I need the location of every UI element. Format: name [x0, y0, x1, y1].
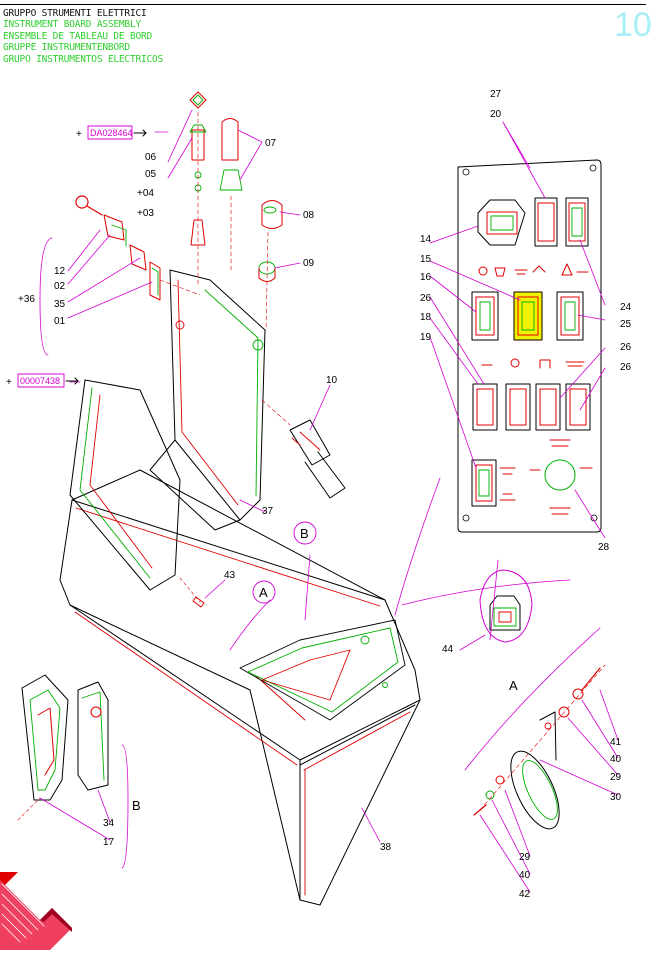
- part-label-20: 20: [490, 109, 502, 120]
- part-label-41: 41: [610, 737, 622, 748]
- part-label-29-a: 29: [610, 772, 622, 783]
- back-arrow-icon[interactable]: [0, 872, 72, 950]
- part-label-40-a: 40: [610, 754, 622, 765]
- title-german: GRUPPE INSTRUMENTENBORD: [3, 42, 130, 54]
- instrument-board: [457, 159, 602, 533]
- reference-code-1[interactable]: DA028464: [90, 128, 133, 138]
- part-label-09: 09: [303, 258, 315, 269]
- switch-stack: [189, 91, 243, 286]
- part-label-02: 02: [54, 281, 66, 292]
- leader-lines: [39, 109, 619, 893]
- part-label-35: 35: [54, 299, 66, 310]
- title-english: INSTRUMENT BOARD ASSEMBLY: [3, 19, 141, 31]
- view-label-a-detail: A: [509, 678, 518, 693]
- base-housing: [59, 469, 421, 906]
- part-label-36: +36: [18, 294, 35, 305]
- part-label-24: 24: [620, 302, 632, 313]
- part-label-17: 17: [103, 837, 115, 848]
- horn-assembly: [473, 664, 606, 830]
- part-label-12: 12: [54, 266, 66, 277]
- part-label-06: 06: [145, 152, 157, 163]
- detail-b-handle: [17, 674, 109, 821]
- view-markers: [252, 521, 317, 604]
- part-label-05: 05: [145, 169, 157, 180]
- part-label-38: 38: [380, 842, 392, 853]
- upper-panel: [69, 269, 266, 591]
- base-cavity: [239, 619, 406, 721]
- part-label-03: +03: [137, 208, 154, 219]
- part-label-42: 42: [519, 889, 531, 900]
- view-label-b-detail: B: [132, 798, 141, 813]
- connector-plug: [261, 399, 346, 499]
- reference-code-2[interactable]: 00007438: [20, 376, 60, 386]
- part-label-19: 19: [420, 332, 432, 343]
- plus-mark-1: +: [76, 129, 82, 140]
- top-rule: [0, 4, 646, 5]
- part-label-04: +04: [137, 188, 154, 199]
- part-label-30: 30: [610, 792, 622, 803]
- part-label-40-b: 40: [519, 870, 531, 881]
- title-block: GRUPPO STRUMENTI ELETTRICI INSTRUMENT BO…: [3, 8, 163, 65]
- page-number: 10: [614, 6, 652, 44]
- part-label-29-b: 29: [519, 852, 531, 863]
- part-label-18: 18: [420, 312, 432, 323]
- part-label-27: 27: [490, 89, 502, 100]
- key-switch: [75, 195, 201, 301]
- view-label-b-marker: B: [300, 526, 309, 541]
- part-label-26-c: 26: [620, 362, 632, 373]
- part-label-25: 25: [620, 319, 632, 330]
- screw-43: [179, 577, 205, 608]
- part-label-08: 08: [303, 210, 315, 221]
- view-label-a-marker: A: [259, 585, 268, 600]
- part-label-14: 14: [420, 234, 432, 245]
- knob-parts: [258, 200, 283, 331]
- part-label-15: 15: [420, 254, 432, 265]
- part-label-10: 10: [326, 375, 338, 386]
- part-label-07: 07: [265, 138, 277, 149]
- reference-boxes: [17, 125, 147, 388]
- part-label-01: 01: [54, 316, 66, 327]
- part-label-44: 44: [442, 644, 454, 655]
- part-label-26-a: 26: [420, 293, 432, 304]
- title-spanish: GRUPO INSTRUMENTOS ELECTRICOS: [3, 53, 164, 65]
- part-label-43: 43: [224, 570, 236, 581]
- part-label-16: 16: [420, 272, 432, 283]
- title-french: ENSEMBLE DE TABLEAU DE BORD: [3, 30, 153, 42]
- plus-mark-2: +: [6, 377, 12, 388]
- title-italian: GRUPPO STRUMENTI ELETTRICI: [3, 8, 147, 19]
- part-label-37: 37: [262, 506, 274, 517]
- detail-44: [479, 569, 533, 643]
- part-label-28: 28: [598, 542, 610, 553]
- part-label-34: 34: [103, 818, 115, 829]
- part-label-26-b: 26: [620, 342, 632, 353]
